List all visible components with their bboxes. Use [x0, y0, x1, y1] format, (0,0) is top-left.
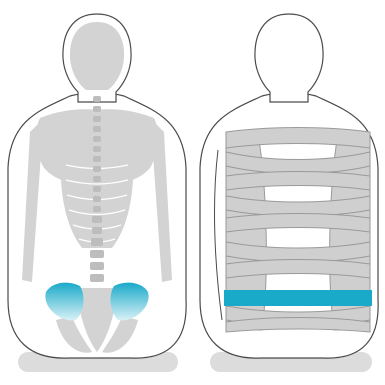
brace-highlight-band	[224, 290, 372, 306]
wrapped-back-view-panel	[200, 14, 378, 372]
skull-bone	[70, 22, 124, 90]
skeleton-view-panel	[8, 14, 186, 372]
right-head-outline	[255, 14, 323, 102]
